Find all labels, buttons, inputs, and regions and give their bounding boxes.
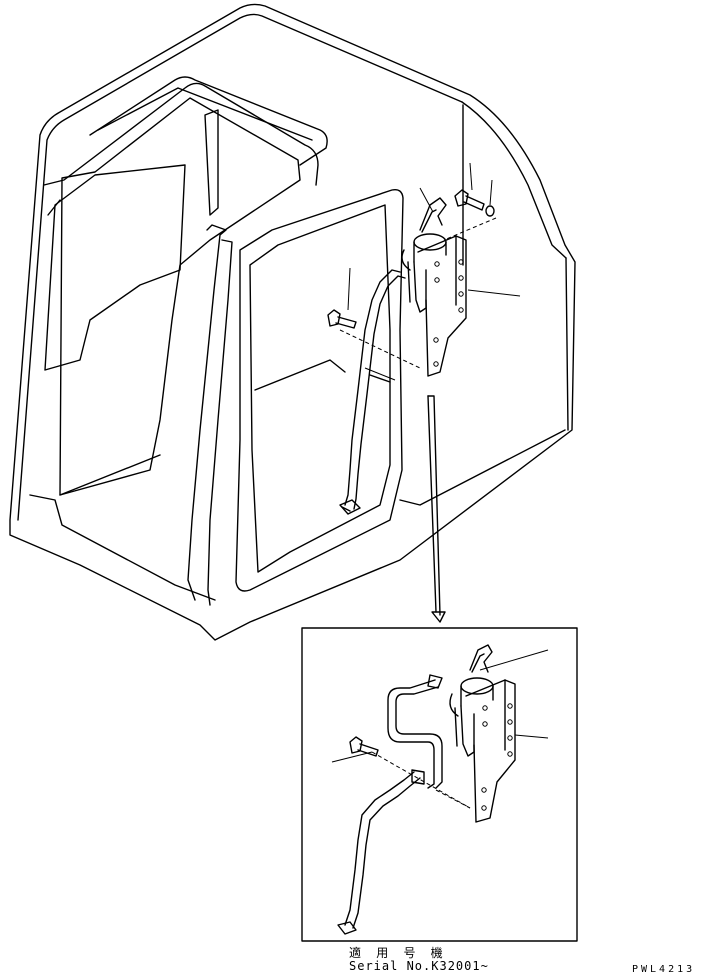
mounting-bracket [417,235,467,377]
serial-number-label: Serial No.K32001~ [349,959,489,973]
applicability-heading: 適 用 号 機 [349,946,447,960]
fire-extinguisher-detail [449,644,494,757]
fire-extinguisher [401,197,447,313]
leader-lines-upper [339,162,521,381]
bolt-upper [454,189,495,217]
handrail-upper [339,269,406,515]
leader-lines-detail [331,649,549,809]
figure-code: PWL4213 [632,964,696,975]
arrow-down [427,395,446,623]
mounting-bracket-detail [465,679,516,823]
detail-frame [301,627,578,942]
cab-outline [9,3,576,641]
bolt-left [327,309,357,329]
handrail-detail [337,674,443,935]
